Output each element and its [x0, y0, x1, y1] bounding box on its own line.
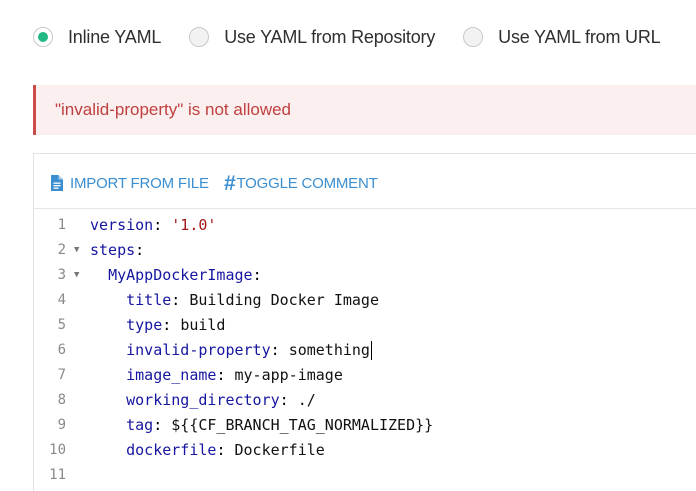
validation-error-banner: "invalid-property" is not allowed — [33, 85, 696, 135]
code-line: 4 title: Building Docker Image — [34, 288, 696, 313]
yaml-key: image_name — [126, 366, 217, 384]
code-line: 2 ▼ steps: — [34, 238, 696, 263]
line-number: 6 — [57, 342, 66, 358]
radio-yaml-from-url[interactable]: Use YAML from URL — [463, 24, 661, 50]
hash-icon: # — [224, 171, 236, 195]
yaml-key: working_directory — [126, 391, 280, 409]
yaml-source-radio-group: Inline YAML Use YAML from Repository Use… — [33, 24, 661, 50]
file-document-icon — [50, 175, 63, 191]
yaml-key: steps — [90, 241, 136, 259]
radio-button[interactable] — [463, 27, 484, 47]
radio-button-selected[interactable] — [33, 27, 53, 47]
code-text: version: '1.0' — [90, 216, 217, 234]
yaml-key: MyAppDockerImage — [108, 266, 253, 284]
line-number: 1 — [57, 217, 66, 233]
yaml-key: tag — [126, 416, 154, 434]
radio-button[interactable] — [189, 27, 210, 47]
code-line: 7 image_name: my-app-image — [34, 363, 696, 388]
code-text: tag: ${{CF_BRANCH_TAG_NORMALIZED}} — [126, 416, 434, 434]
line-number: 7 — [57, 367, 66, 383]
import-from-file-button[interactable]: IMPORT FROM FILE — [50, 172, 209, 194]
yaml-key: type — [126, 316, 163, 334]
yaml-value: my-app-image — [234, 366, 343, 384]
code-text: working_directory: ./ — [126, 391, 316, 409]
line-number: 11 — [49, 467, 66, 483]
line-number: 9 — [57, 417, 66, 433]
code-editor[interactable]: 1 version: '1.0' 2 ▼ steps: 3 ▼ MyAppDockerIma… — [34, 209, 696, 491]
yaml-value: Building Docker Image — [189, 291, 379, 309]
yaml-key: title — [126, 291, 172, 309]
code-line: 11 — [34, 463, 696, 488]
code-line: 9 tag: ${{CF_BRANCH_TAG_NORMALIZED}} — [34, 413, 696, 438]
line-number: 10 — [49, 442, 66, 458]
line-number: 8 — [57, 392, 66, 408]
fold-toggle-icon[interactable]: ▼ — [74, 270, 80, 280]
code-line: 3 ▼ MyAppDockerImage: — [34, 263, 696, 288]
code-text: invalid-property: something — [126, 341, 372, 360]
code-text: MyAppDockerImage: — [108, 266, 262, 284]
code-text: title: Building Docker Image — [126, 291, 379, 309]
yaml-value: something — [288, 341, 370, 359]
code-text: type: build — [126, 316, 226, 334]
line-number: 5 — [57, 317, 66, 333]
code-line: 10 dockerfile: Dockerfile — [34, 438, 696, 463]
yaml-value: Dockerfile — [234, 441, 325, 459]
code-line: 8 working_directory: ./ — [34, 388, 696, 413]
code-line: 6 invalid-property: something — [34, 338, 696, 363]
code-text: image_name: my-app-image — [126, 366, 343, 384]
code-line: 1 version: '1.0' — [34, 213, 696, 238]
radio-yaml-from-repository[interactable]: Use YAML from Repository — [189, 24, 435, 50]
yaml-value: build — [180, 316, 226, 334]
yaml-key: dockerfile — [126, 441, 217, 459]
yaml-value: ./ — [297, 391, 316, 409]
toggle-comment-button[interactable]: # TOGGLE COMMENT — [224, 172, 378, 194]
yaml-value: '1.0' — [171, 216, 217, 234]
toggle-comment-label: TOGGLE COMMENT — [236, 174, 378, 192]
error-message: "invalid-property" is not allowed — [55, 100, 292, 119]
radio-inline-yaml[interactable]: Inline YAML — [33, 24, 161, 50]
code-text: steps: — [90, 241, 145, 259]
fold-toggle-icon[interactable]: ▼ — [74, 245, 80, 255]
line-number: 3 — [57, 267, 66, 283]
editor-toolbar: IMPORT FROM FILE # TOGGLE COMMENT — [34, 154, 696, 209]
code-line: 5 type: build — [34, 313, 696, 338]
line-number: 4 — [57, 292, 66, 308]
text-cursor — [370, 341, 372, 360]
radio-label-yaml-from-url: Use YAML from URL — [498, 26, 661, 47]
yaml-editor-panel: IMPORT FROM FILE # TOGGLE COMMENT 1 versi… — [33, 153, 696, 491]
radio-label-yaml-from-repository: Use YAML from Repository — [224, 26, 436, 47]
yaml-key: version — [90, 216, 154, 234]
line-number: 2 — [57, 242, 66, 258]
import-from-file-label: IMPORT FROM FILE — [70, 174, 209, 192]
yaml-value: ${{CF_BRANCH_TAG_NORMALIZED}} — [171, 416, 434, 434]
radio-label-inline-yaml: Inline YAML — [68, 26, 162, 47]
code-text: dockerfile: Dockerfile — [126, 441, 325, 459]
yaml-key: invalid-property — [126, 341, 271, 359]
